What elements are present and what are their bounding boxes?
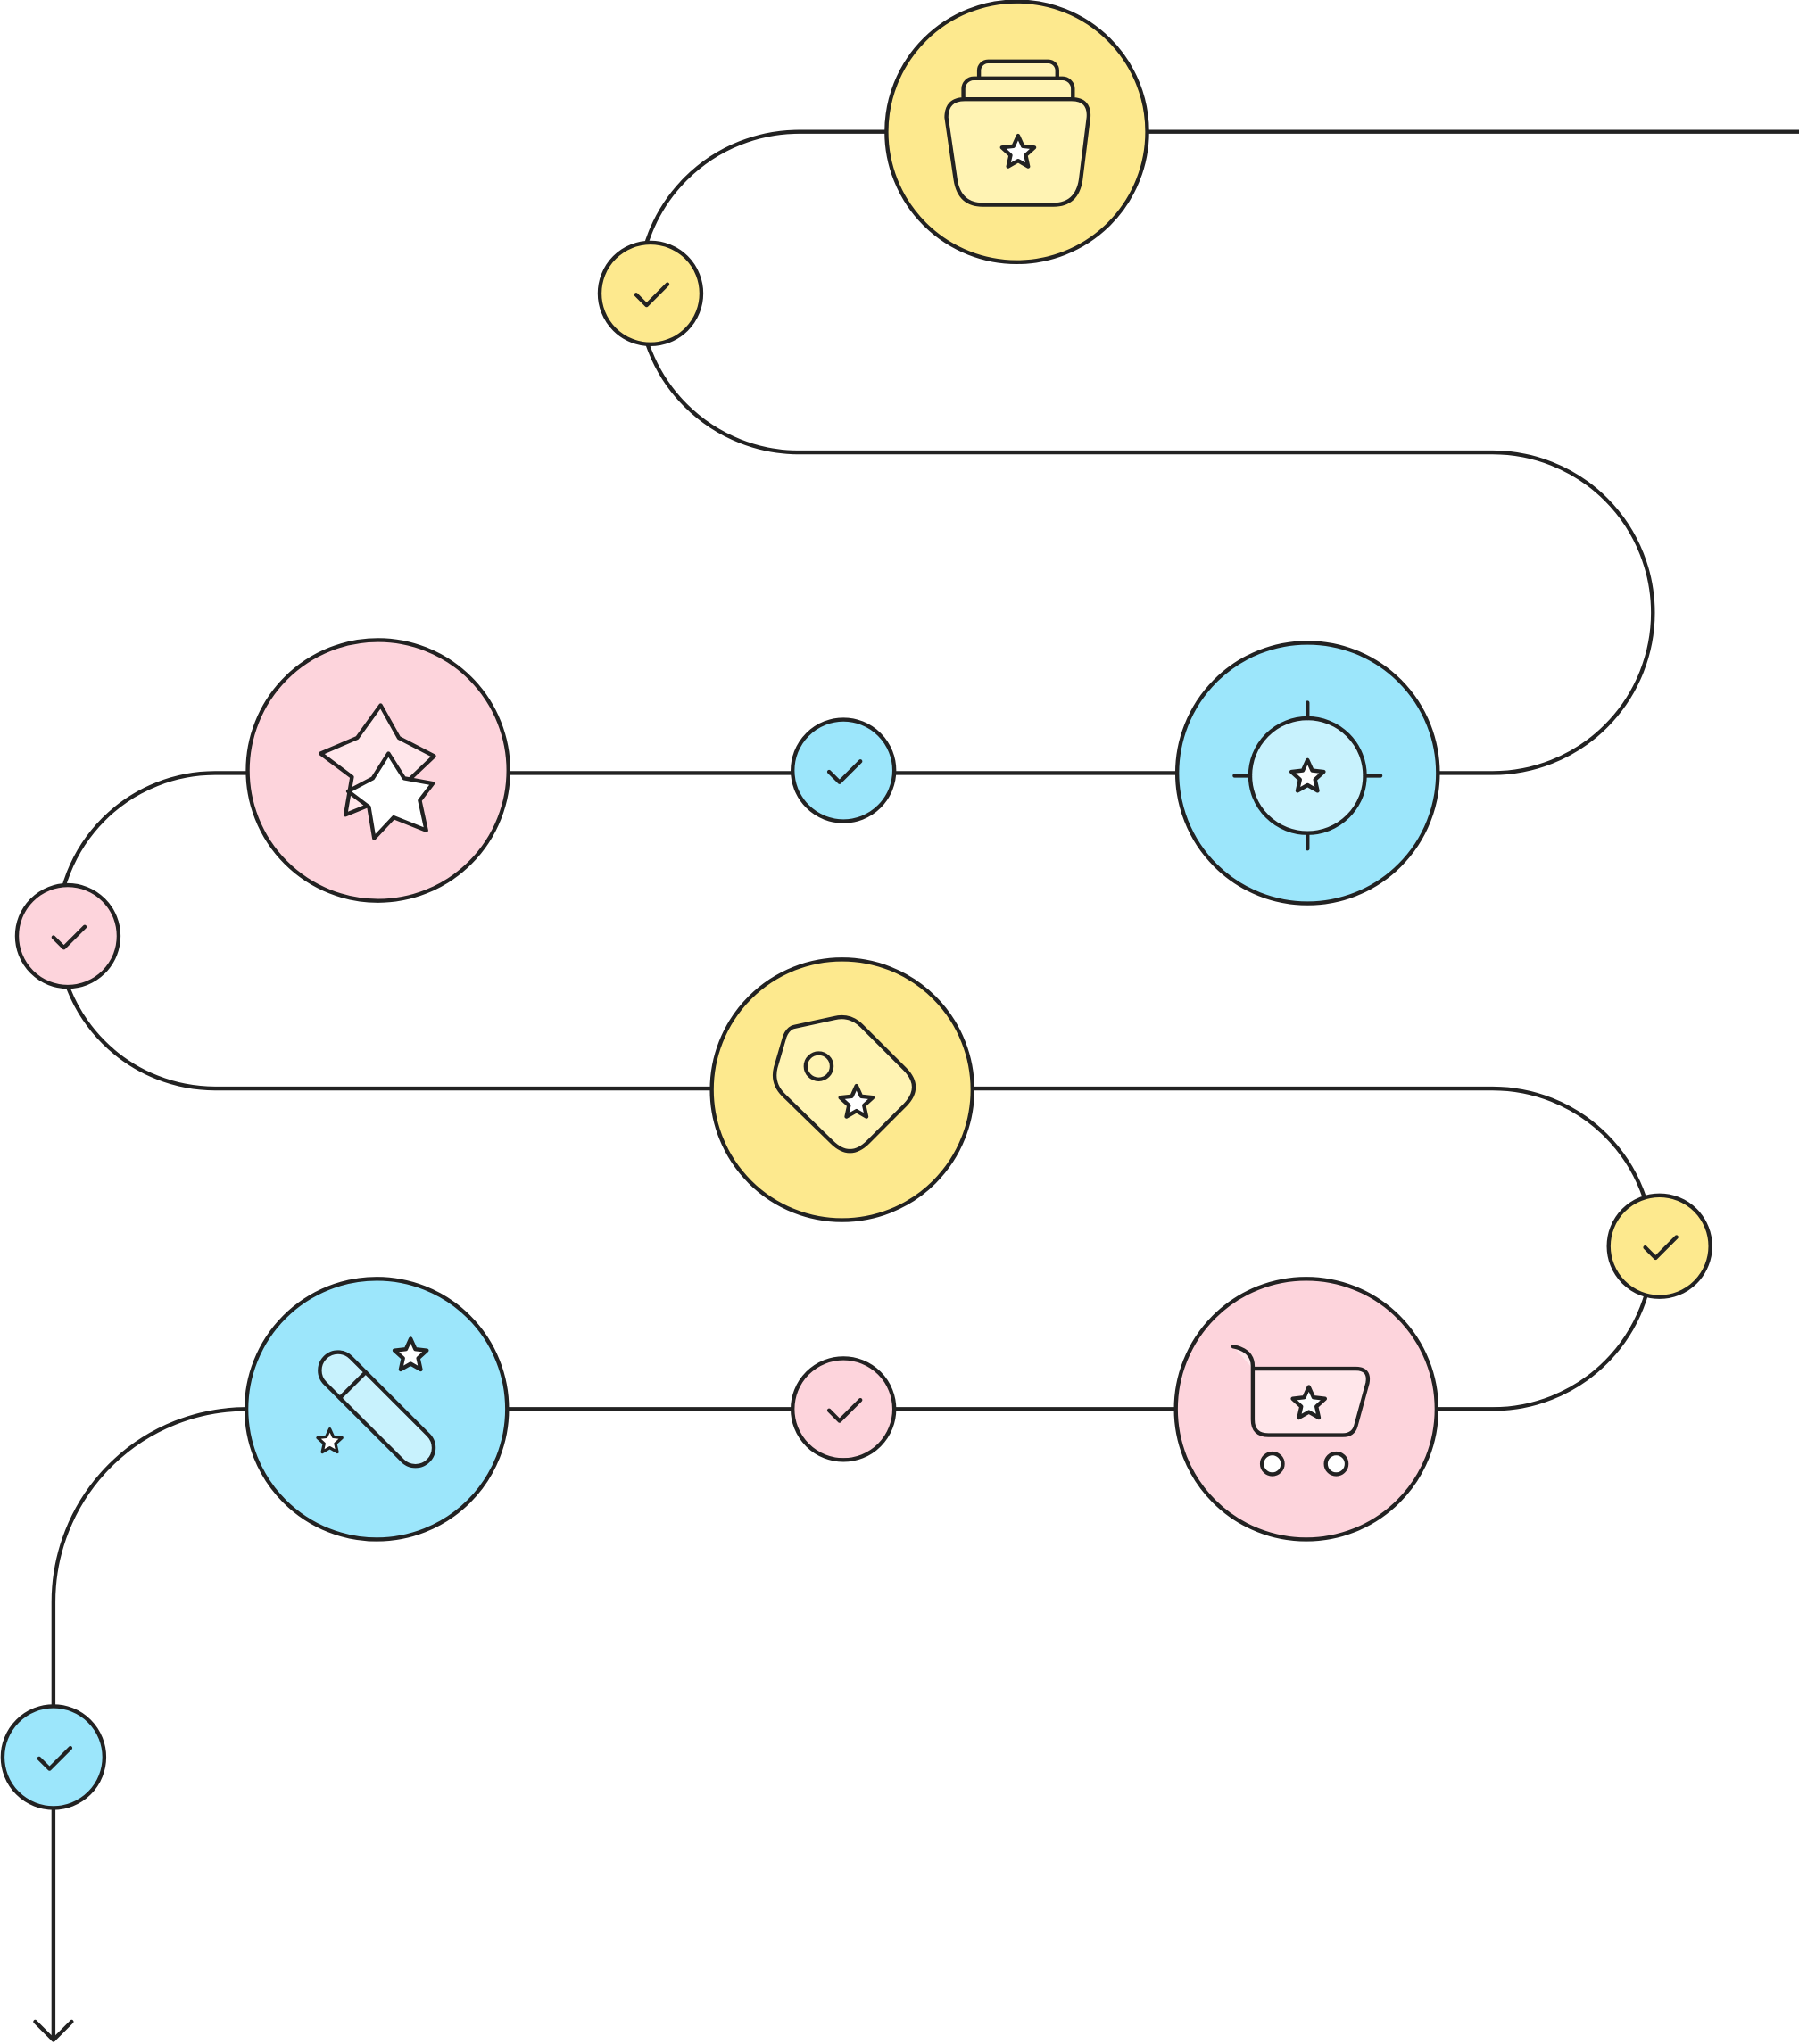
- check-icon: [634, 282, 670, 308]
- stars-icon: [319, 703, 436, 840]
- step-node-5[interactable]: [1173, 1277, 1439, 1542]
- path-arrow-icon: [33, 2019, 74, 2042]
- cart-star-icon: [1231, 1345, 1371, 1477]
- step-node-6[interactable]: [244, 1277, 510, 1542]
- step-check-3: [14, 882, 121, 989]
- step-node-1[interactable]: [884, 0, 1149, 264]
- target-star-icon: [1232, 700, 1383, 851]
- check-icon: [1643, 1235, 1679, 1261]
- step-check-6: [0, 1704, 107, 1810]
- step-check-5: [791, 1356, 897, 1462]
- step-node-4[interactable]: [709, 957, 974, 1222]
- step-check-2: [791, 717, 897, 823]
- step-node-2[interactable]: [1174, 641, 1440, 906]
- folder-star-icon: [944, 59, 1091, 207]
- magic-wand-icon: [316, 1338, 436, 1469]
- check-icon: [826, 1397, 863, 1423]
- step-check-1: [597, 240, 704, 347]
- check-icon: [826, 759, 863, 784]
- step-node-3[interactable]: [245, 638, 510, 903]
- check-icon: [37, 1746, 73, 1771]
- tag-star-icon: [772, 1014, 916, 1154]
- step-check-4: [1606, 1193, 1712, 1299]
- check-icon: [51, 924, 87, 950]
